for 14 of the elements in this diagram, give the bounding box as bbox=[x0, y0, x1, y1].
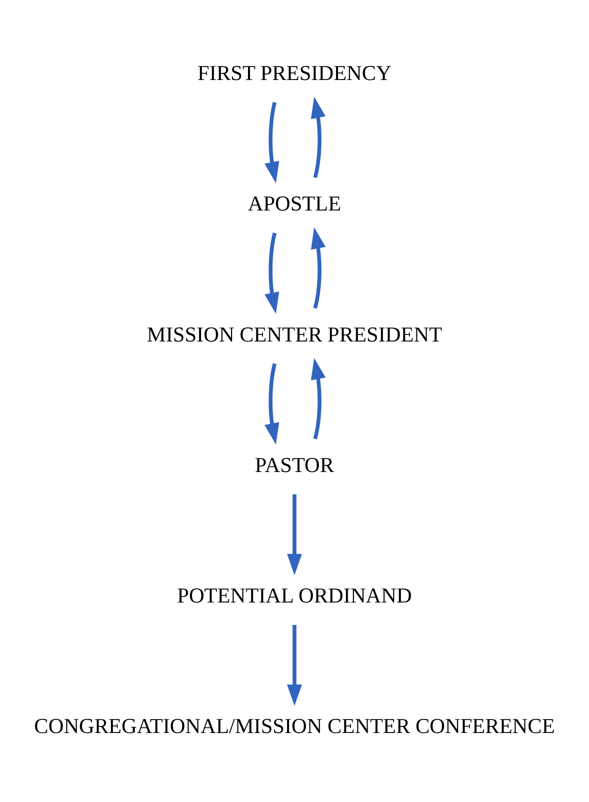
arrow bbox=[287, 624, 302, 706]
arrow bbox=[264, 102, 280, 184]
node-text: FIRST PRESIDENCY bbox=[198, 61, 392, 86]
arrow bbox=[287, 494, 302, 576]
node-text: APOSTLE bbox=[248, 192, 342, 216]
arrow bbox=[310, 227, 326, 309]
node-text: CONGREGATIONAL/MISSION CENTER CONFERENCE bbox=[34, 714, 555, 738]
node-text: PASTOR bbox=[254, 452, 334, 477]
arrow bbox=[310, 96, 326, 178]
arrow bbox=[310, 358, 326, 440]
node-text: MISSION CENTER PRESIDENT bbox=[146, 322, 442, 346]
node-text: POTENTIAL ORDINAND bbox=[177, 584, 412, 608]
arrow bbox=[264, 363, 280, 444]
arrow bbox=[264, 232, 280, 314]
